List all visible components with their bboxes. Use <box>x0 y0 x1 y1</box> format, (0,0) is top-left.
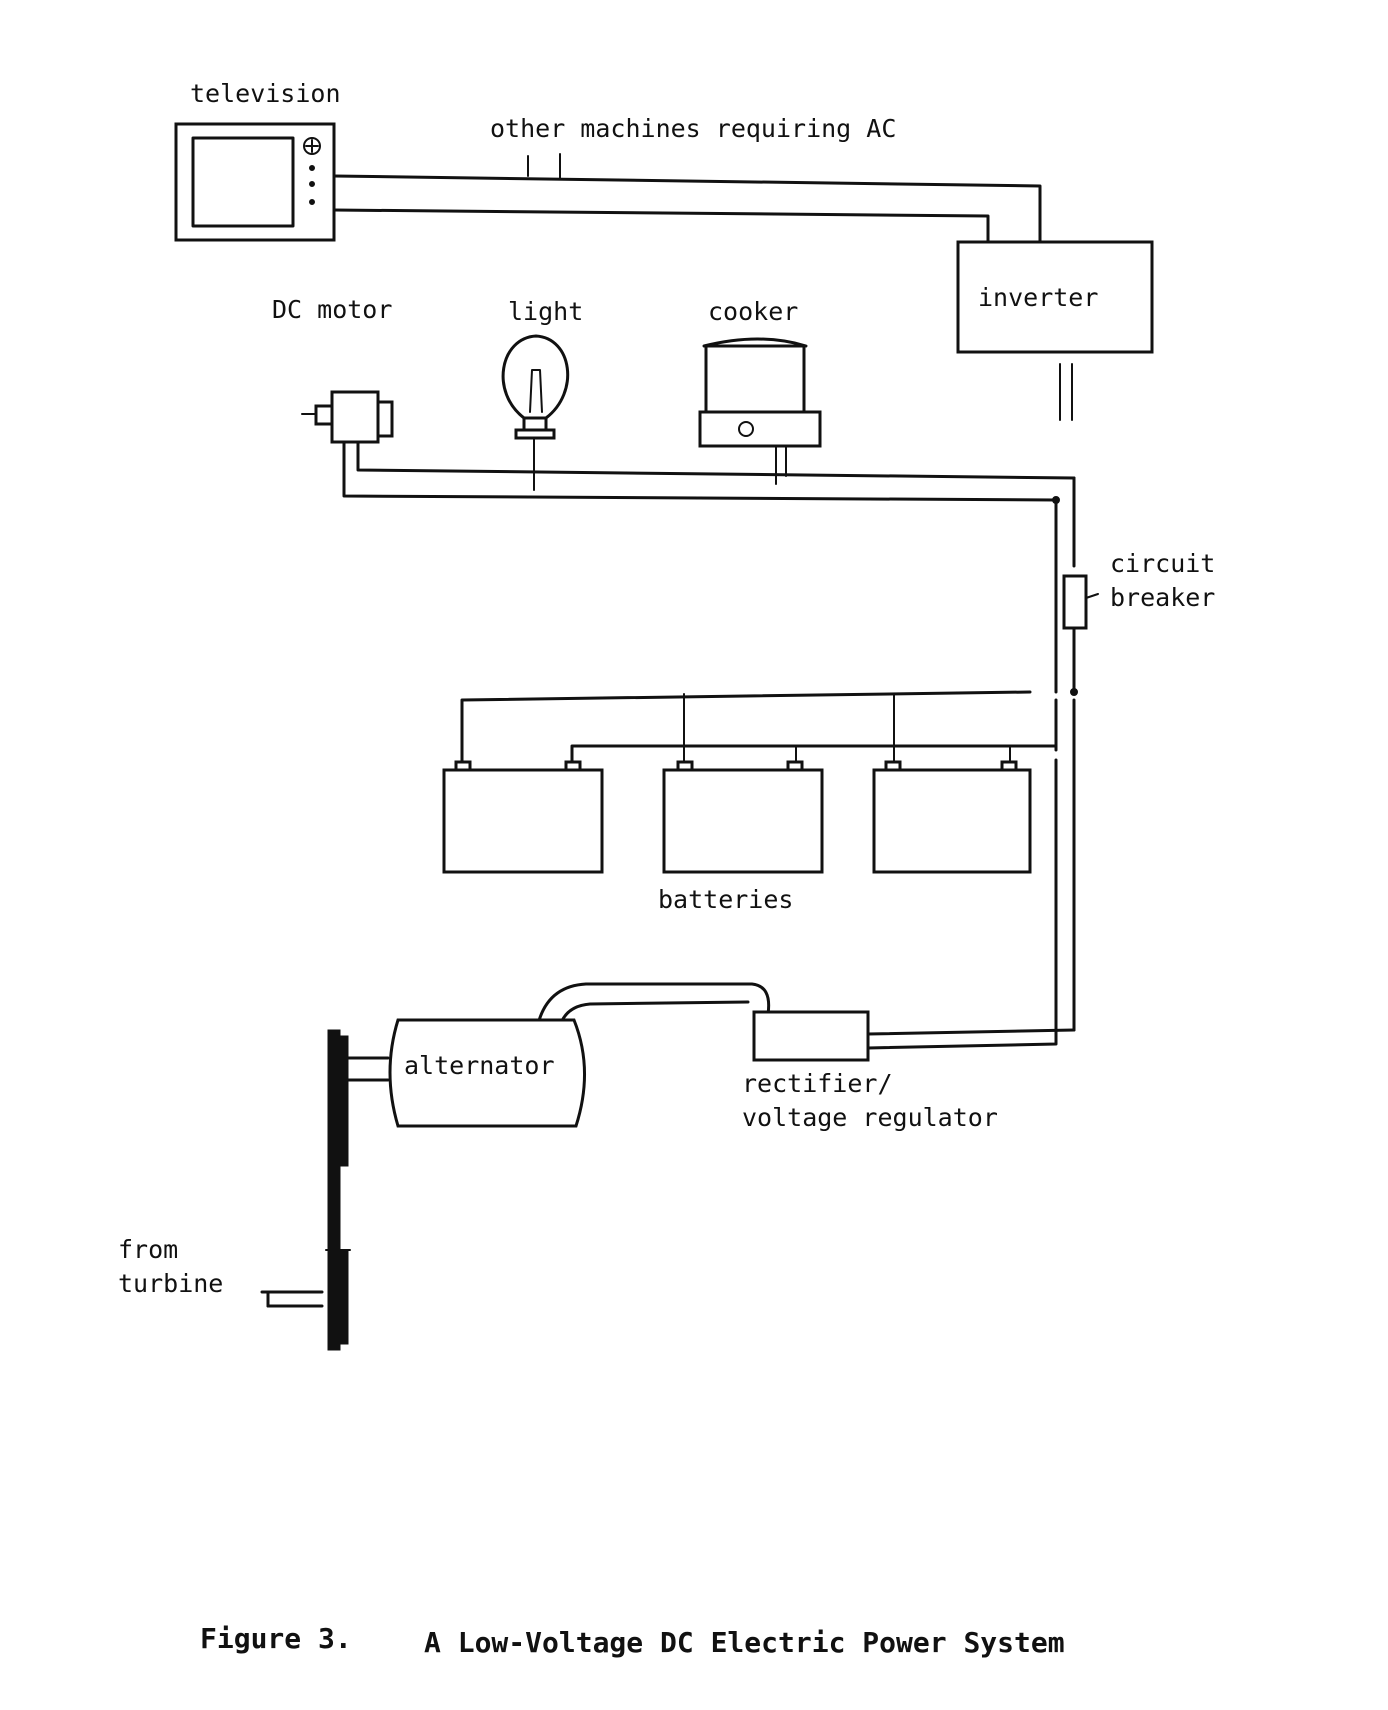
dc-trunk-wiring <box>866 363 1078 1050</box>
drive-belt <box>325 1029 351 1351</box>
circuit-breaker-label-line1: circuit <box>1110 549 1215 578</box>
rectifier-label-line2: voltage regulator <box>742 1103 998 1132</box>
circuit-breaker <box>1062 574 1099 630</box>
turbine-shaft <box>260 1290 324 1308</box>
light-bulb <box>501 334 570 440</box>
inverter-label: inverter <box>978 283 1098 312</box>
alternator-label: alternator <box>404 1051 555 1080</box>
battery-2 <box>662 760 824 874</box>
battery-1 <box>442 760 604 874</box>
alternator <box>346 1018 587 1128</box>
figure-number: Figure 3. <box>200 1622 352 1655</box>
ac-wiring <box>332 153 1042 244</box>
television <box>174 122 336 242</box>
battery-3 <box>872 760 1032 874</box>
circuit-breaker-label-line2: breaker <box>1110 583 1215 612</box>
rectifier-label-line1: rectifier/ <box>742 1069 893 1098</box>
cooker <box>698 337 822 448</box>
battery-wiring <box>460 690 1058 772</box>
batteries-label: batteries <box>658 885 793 914</box>
rectifier-box <box>752 1010 870 1062</box>
from-turbine-label-line1: from <box>118 1235 178 1264</box>
light-label: light <box>508 297 583 326</box>
cooker-label: cooker <box>708 297 798 326</box>
figure-title: A Low-Voltage DC Electric Power System <box>424 1626 1065 1659</box>
other-machines-label: other machines requiring AC <box>490 114 896 143</box>
dc-motor <box>301 390 394 444</box>
inverter-box <box>956 240 1154 354</box>
dc-load-bus <box>342 437 1076 504</box>
from-turbine-label-line2: turbine <box>118 1269 223 1298</box>
television-label: television <box>190 79 341 108</box>
dc-motor-label: DC motor <box>272 295 392 324</box>
